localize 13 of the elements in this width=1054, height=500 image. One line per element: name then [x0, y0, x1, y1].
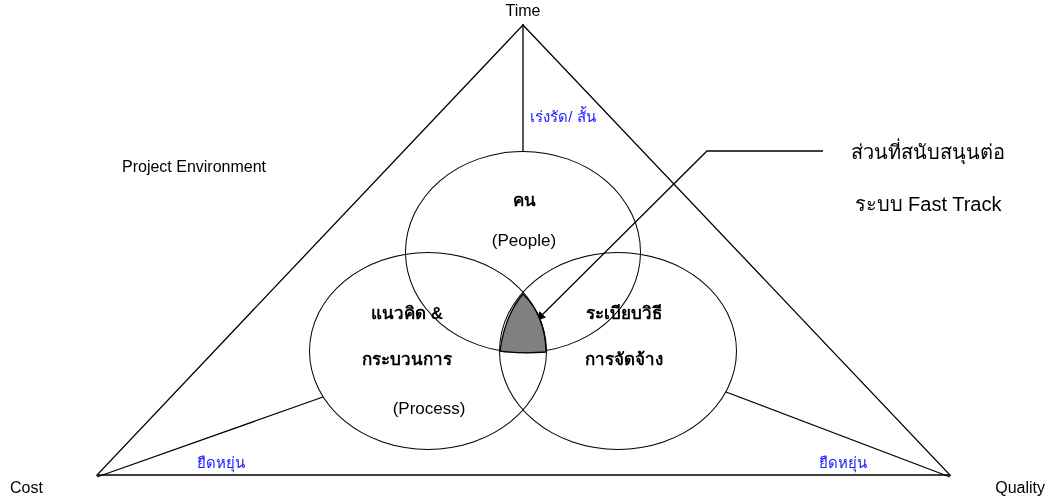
- circle-subtitle: (People): [490, 230, 558, 252]
- edge-label: ยืดหยุ่น: [817, 453, 869, 473]
- circle-title: คน: [511, 190, 537, 212]
- circle-subtitle: (Process): [391, 398, 467, 420]
- corner-label: Cost: [10, 477, 97, 500]
- shaded-region: [499, 293, 548, 355]
- callout-text: ส่วนที่สนับสนุนต่อระบบ Fast Track: [823, 126, 1033, 226]
- edge-label: ยืดหยุ่น: [195, 453, 247, 473]
- leader-line: [536, 150, 824, 321]
- environment-label: Project Environment: [122, 157, 267, 177]
- corner-label: Quality: [950, 477, 1045, 500]
- circle-title: แนวคิด & กระบวนการ: [361, 303, 453, 371]
- corner-label: Time: [470, 0, 576, 24]
